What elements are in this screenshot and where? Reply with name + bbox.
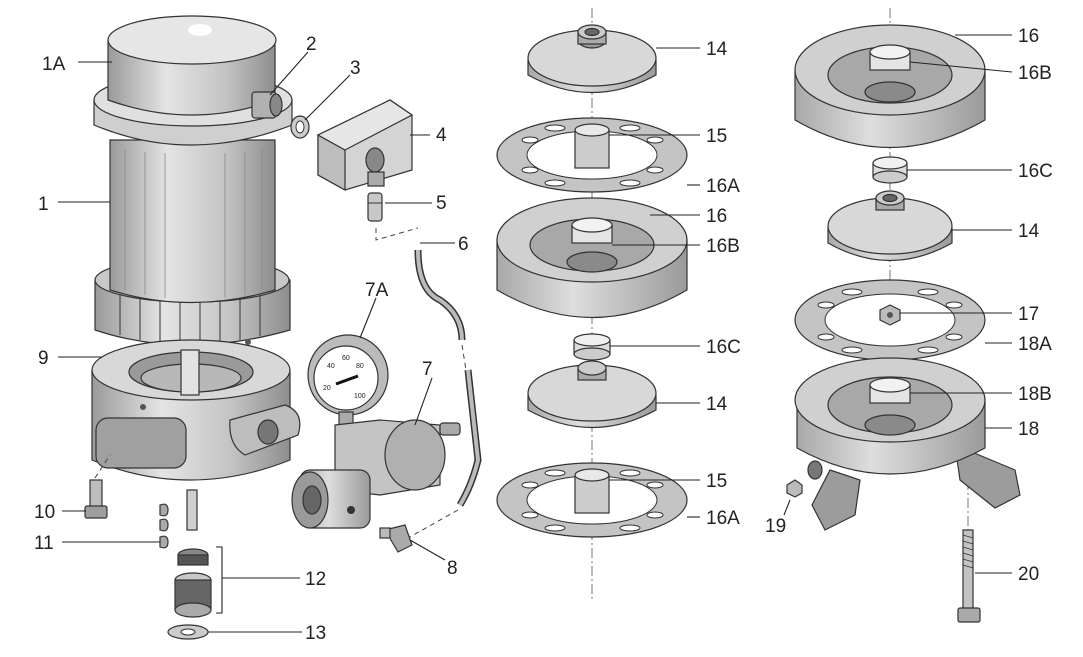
part-6-tube <box>414 249 482 507</box>
pump-housing <box>91 339 301 531</box>
callout-16C-middle: 16C <box>706 337 741 358</box>
callout-16B-right: 16B <box>1018 63 1052 84</box>
callout-13: 13 <box>305 623 326 644</box>
callout-1A: 1A <box>42 54 66 75</box>
part-16-diffuser-middle <box>496 197 688 318</box>
callout-20: 20 <box>1018 564 1039 585</box>
part-2-fitting <box>251 91 283 119</box>
callout-3: 3 <box>350 58 361 79</box>
callout-7: 7 <box>422 359 433 380</box>
part-20-bolt <box>957 529 981 623</box>
callout-17: 17 <box>1018 304 1039 325</box>
part-8-elbow-fitting <box>379 524 413 553</box>
part-16C-bushing-middle <box>573 333 611 361</box>
part-7-pressure-regulator <box>291 419 461 529</box>
part-12-seal-assembly <box>174 546 223 618</box>
svg-text:60: 60 <box>342 355 350 362</box>
callout-5: 5 <box>436 193 447 214</box>
callout-18: 18 <box>1018 419 1039 440</box>
callout-16-right: 16 <box>1018 26 1039 47</box>
svg-text:100: 100 <box>354 393 366 400</box>
part-14-impeller-right <box>827 190 953 262</box>
callout-16B-middle: 16B <box>706 236 740 257</box>
part-14-impeller-top <box>527 24 657 94</box>
part-13-washer <box>167 624 209 640</box>
callout-19: 19 <box>765 516 786 537</box>
callout-16-middle: 16 <box>706 206 727 227</box>
callout-16A-lower: 16A <box>706 508 740 529</box>
callout-18B: 18B <box>1018 384 1052 405</box>
svg-text:20: 20 <box>323 385 331 392</box>
callout-12: 12 <box>305 569 326 590</box>
part-18-base <box>794 357 1021 531</box>
callout-labels: 1A 2 3 4 5 6 7A 7 8 1 9 10 11 12 13 14 1… <box>34 26 1053 644</box>
dash-tube-to-8 <box>407 509 459 539</box>
callout-10: 10 <box>34 502 55 523</box>
leader-lines <box>58 34 1013 633</box>
motor-assembly <box>93 15 293 346</box>
callout-7A: 7A <box>365 280 389 301</box>
callout-1: 1 <box>38 194 49 215</box>
svg-text:80: 80 <box>356 363 364 370</box>
part-4-switch-box <box>316 99 414 192</box>
part-16C-bushing-right <box>872 156 908 184</box>
part-15-sleeve-lower <box>574 468 610 514</box>
part-5-nipple <box>367 192 383 222</box>
part-11-keys <box>159 503 169 549</box>
dash-5-to-6 <box>375 227 419 241</box>
dash-10-bolt <box>94 454 111 479</box>
callout-6: 6 <box>458 234 469 255</box>
callout-9: 9 <box>38 348 49 369</box>
callout-2: 2 <box>306 34 317 55</box>
callout-14-middle: 14 <box>706 394 728 415</box>
svg-text:40: 40 <box>327 363 335 370</box>
part-19-plug <box>786 479 803 498</box>
callout-14-right: 14 <box>1018 221 1040 242</box>
dash-tube-gap <box>461 344 467 371</box>
callout-16A-upper: 16A <box>706 176 740 197</box>
callout-18A: 18A <box>1018 334 1052 355</box>
part-15-sleeve-upper <box>574 123 610 169</box>
part-16-diffuser-top <box>794 24 986 148</box>
part-3-washer <box>290 115 310 139</box>
callout-15-upper: 15 <box>706 126 727 147</box>
part-14-impeller-middle <box>527 360 657 429</box>
callout-4: 4 <box>436 125 447 146</box>
callout-11: 11 <box>34 533 54 554</box>
part-7A-pressure-gauge: 20 40 60 80 100 <box>307 334 389 428</box>
callout-14-top: 14 <box>706 39 728 60</box>
part-10-bolt <box>84 479 108 519</box>
callout-8: 8 <box>447 558 458 579</box>
part-17-nut <box>879 304 901 326</box>
callout-16C-right: 16C <box>1018 161 1053 182</box>
callout-15-lower: 15 <box>706 471 727 492</box>
